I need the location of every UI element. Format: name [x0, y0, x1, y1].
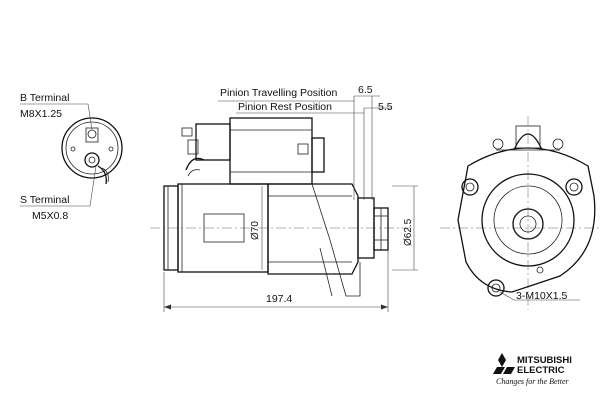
- pinion-rest-label: Pinion Rest Position: [238, 101, 332, 113]
- dim-length: 197.4: [266, 293, 292, 305]
- bolt-leader: [499, 291, 515, 301]
- dim-rest: 5.5: [378, 101, 393, 113]
- b-terminal-title: B Terminal: [20, 92, 69, 104]
- brand-name-line2: ELECTRIC: [517, 365, 565, 376]
- nose-diameter-dim: [392, 185, 418, 271]
- s-terminal-size: M5X0.8: [32, 210, 68, 222]
- s-terminal-title: S Terminal: [20, 194, 69, 206]
- terminal-end-view: [61, 117, 123, 185]
- dim-nose-diameter: Ø62.5: [403, 218, 414, 246]
- dim-body-diameter: Ø70: [250, 221, 261, 240]
- mitsubishi-logo: [493, 353, 515, 374]
- dim-travel: 6.5: [358, 84, 373, 96]
- b-terminal-size: M8X1.25: [20, 108, 62, 120]
- brand-name-line1: MITSUBISHI: [517, 355, 572, 366]
- starter-front-view: [440, 116, 600, 310]
- brand-slogan: Changes for the Better: [496, 377, 570, 386]
- pinion-dimensions: [218, 95, 392, 200]
- length-dim: [163, 250, 389, 312]
- pinion-travelling-label: Pinion Travelling Position: [220, 87, 337, 99]
- bolt-callout: 3-M10X1.5: [516, 290, 568, 302]
- starter-side-view: [150, 117, 410, 297]
